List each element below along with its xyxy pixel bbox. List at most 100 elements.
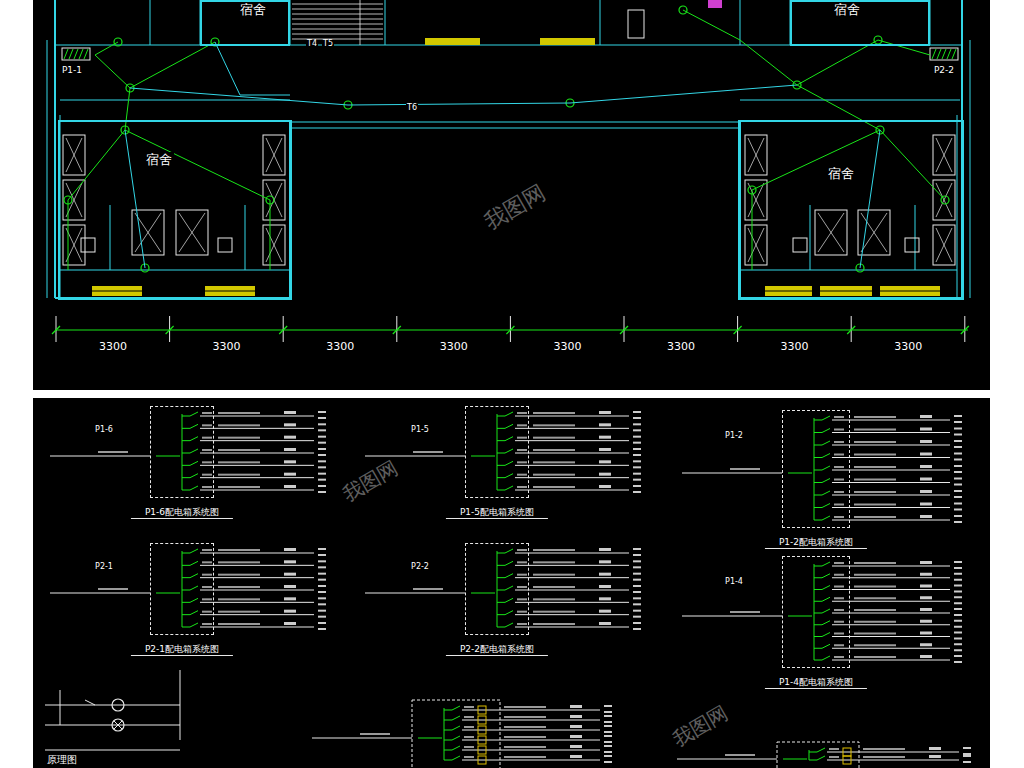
fine-print bbox=[284, 597, 296, 600]
breaker-symbol bbox=[452, 706, 460, 710]
breaker-symbol bbox=[822, 429, 830, 433]
stair-rail bbox=[360, 0, 361, 45]
fine-print bbox=[202, 598, 212, 600]
fine-print bbox=[318, 560, 326, 562]
breaker-symbol bbox=[822, 562, 830, 566]
fine-print bbox=[954, 602, 962, 604]
branch bbox=[497, 602, 505, 603]
panel-tag: P1-1 bbox=[61, 66, 83, 76]
wire bbox=[130, 85, 797, 105]
door-symbol bbox=[628, 10, 644, 38]
fine-print bbox=[517, 486, 527, 488]
branch bbox=[182, 577, 190, 578]
fine-print bbox=[318, 622, 326, 624]
breaker-symbol bbox=[452, 736, 460, 740]
hatch bbox=[84, 49, 88, 59]
contactor-symbol bbox=[478, 736, 486, 744]
bed bbox=[815, 210, 847, 255]
branch bbox=[814, 482, 822, 483]
fine-print bbox=[604, 705, 612, 707]
contactor-symbol bbox=[478, 746, 486, 754]
fine-print bbox=[604, 715, 612, 717]
breaker-symbol bbox=[822, 491, 830, 495]
fine-print bbox=[284, 560, 296, 563]
panel-tag: P2-1 bbox=[94, 563, 114, 572]
fine-print bbox=[963, 761, 971, 763]
wall bbox=[740, 270, 957, 271]
window bbox=[765, 286, 812, 296]
stair-tread bbox=[292, 29, 383, 30]
fine-print bbox=[834, 466, 844, 468]
fine-print bbox=[318, 603, 326, 605]
room-name: 宿舍 bbox=[238, 2, 268, 17]
fine-print bbox=[284, 485, 296, 488]
dimension-value: 3300 bbox=[893, 341, 923, 353]
fine-print bbox=[854, 656, 896, 658]
fine-print bbox=[920, 596, 932, 599]
panel-box bbox=[930, 48, 958, 60]
incoming-feeder bbox=[682, 473, 782, 474]
fine-print bbox=[504, 716, 546, 718]
branch bbox=[182, 453, 190, 454]
branch bbox=[814, 432, 822, 433]
fine-print bbox=[318, 442, 326, 444]
branch bbox=[444, 720, 452, 721]
fine-print bbox=[284, 610, 296, 613]
wall bbox=[60, 100, 290, 101]
fine-print bbox=[854, 586, 896, 588]
fine-print bbox=[533, 486, 575, 488]
fine-print bbox=[504, 706, 546, 708]
breaker-symbol bbox=[190, 474, 198, 478]
fine-print bbox=[464, 706, 474, 708]
main-breaker bbox=[783, 759, 807, 760]
fine-print bbox=[517, 598, 527, 600]
fine-print bbox=[834, 441, 844, 443]
panel-box bbox=[62, 48, 90, 60]
hatch bbox=[69, 49, 73, 59]
fine-print bbox=[929, 747, 941, 750]
bed bbox=[933, 180, 955, 220]
diagram-title: P1-6配电箱系统图 bbox=[131, 506, 233, 519]
branch bbox=[814, 624, 822, 625]
branch-circuit bbox=[200, 565, 314, 566]
branch-circuit bbox=[200, 627, 314, 628]
fine-print bbox=[318, 479, 326, 481]
fine-print bbox=[834, 429, 844, 431]
fine-print bbox=[834, 656, 844, 658]
diagram-title: P1-2配电箱系统图 bbox=[765, 536, 867, 549]
window bbox=[880, 286, 940, 296]
contactor-symbol bbox=[843, 748, 851, 756]
toilet bbox=[793, 238, 807, 252]
dimension-tick bbox=[734, 326, 742, 334]
fine-print bbox=[604, 761, 612, 763]
fine-print bbox=[963, 747, 971, 749]
fine-print bbox=[954, 585, 962, 587]
fine-print bbox=[517, 611, 527, 613]
breaker-symbol bbox=[190, 549, 198, 553]
branch bbox=[497, 627, 505, 628]
branch bbox=[497, 416, 505, 417]
branch bbox=[497, 428, 505, 429]
hatch bbox=[952, 49, 956, 59]
fine-print bbox=[218, 586, 260, 588]
fine-print bbox=[854, 416, 896, 418]
dimension-value: 3300 bbox=[325, 341, 355, 353]
fine-print bbox=[218, 449, 260, 451]
diagram-title: P2-2配电箱系统图 bbox=[446, 643, 548, 656]
breaker-symbol bbox=[822, 454, 830, 458]
breaker-symbol bbox=[822, 621, 830, 625]
fine-print bbox=[570, 735, 582, 738]
fine-print bbox=[218, 549, 260, 551]
fine-print bbox=[633, 622, 641, 624]
fine-print bbox=[633, 436, 641, 438]
branch-circuit bbox=[515, 577, 629, 578]
panel-tag: P1-6 bbox=[94, 426, 114, 435]
fine-print bbox=[954, 643, 962, 645]
fine-print bbox=[954, 478, 962, 480]
branch-circuit bbox=[200, 490, 314, 491]
fine-print bbox=[318, 460, 326, 462]
breaker-symbol bbox=[190, 623, 198, 627]
fine-print bbox=[633, 566, 641, 568]
branch-circuit bbox=[462, 720, 600, 721]
branch bbox=[444, 750, 452, 751]
